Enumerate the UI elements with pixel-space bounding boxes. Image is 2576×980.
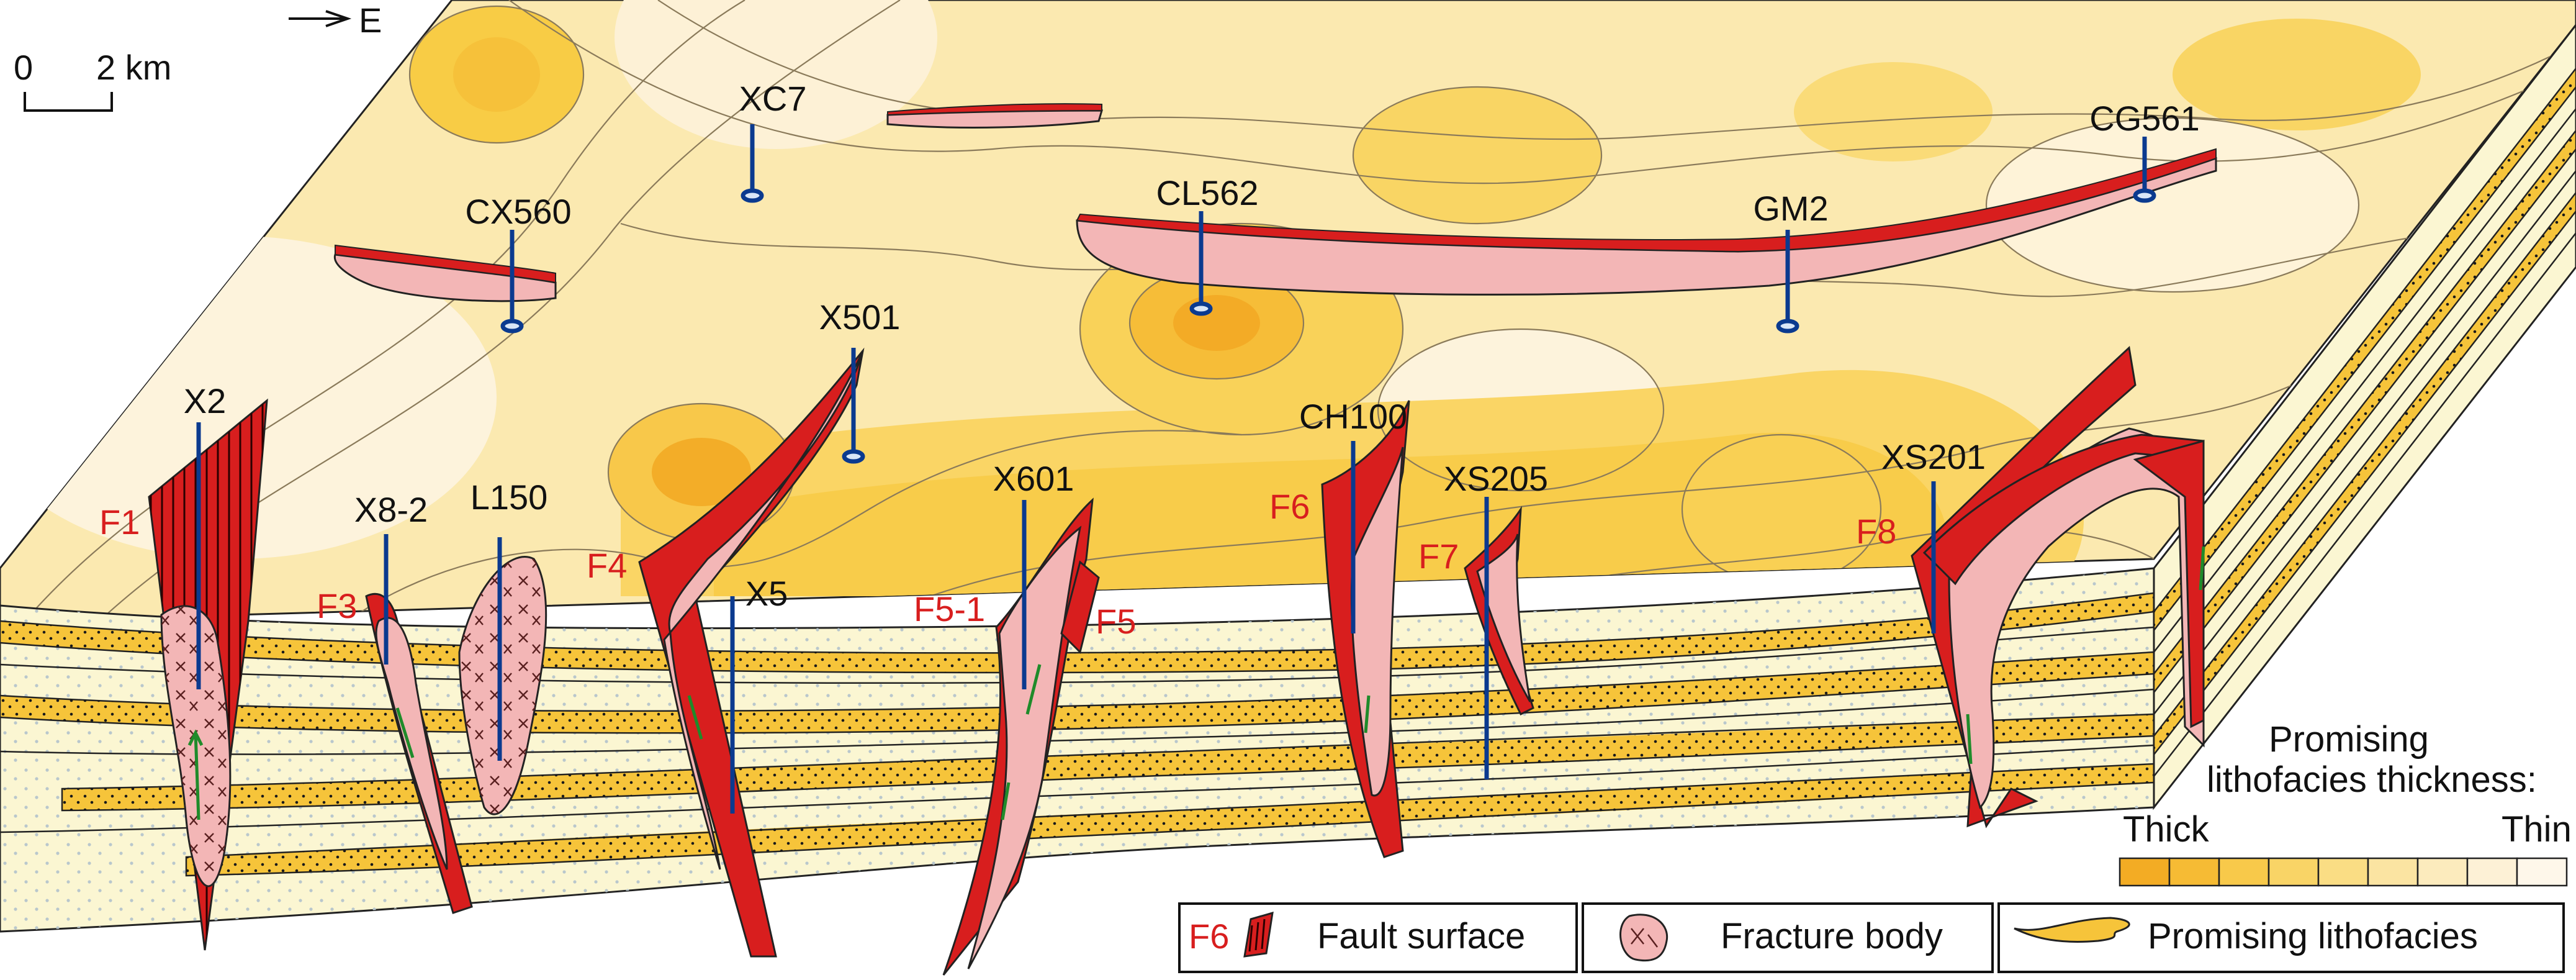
thickness-swatch: [2317, 857, 2369, 887]
fracture-arrows: [187, 546, 2205, 820]
wells: [196, 124, 2156, 814]
scale-bar: 0 2 km: [14, 48, 171, 112]
thickness-legend-subtitle: lithofacies thickness:: [2207, 760, 2537, 800]
thickness-legend-title: Promising: [2269, 719, 2429, 760]
fault-label: F3: [317, 586, 357, 625]
well-cl562: [1189, 211, 1213, 316]
legend: F6 Fault surface Fracture body Promising…: [1178, 902, 2565, 973]
lithofacies-icon: [2014, 917, 2130, 943]
well-label: L150: [471, 478, 548, 517]
well-label: XS201: [1881, 437, 1986, 476]
fault-label: F5: [1096, 602, 1136, 641]
legend-promising-lithofacies: Promising lithofacies: [1997, 902, 2565, 973]
thickness-swatch: [2268, 857, 2320, 887]
thickness-swatch: [2119, 857, 2171, 887]
well-cg561: [2133, 137, 2156, 203]
well-label: XS205: [1444, 459, 1548, 498]
fault-label: F6: [1269, 487, 1310, 526]
well-x501: [842, 348, 865, 464]
orientation-arrow: E: [289, 1, 382, 40]
well-label: CX560: [465, 192, 571, 231]
thickness-swatch: [2516, 857, 2568, 887]
fracture-body-icon: [1619, 914, 1669, 962]
well-label: XC7: [739, 79, 807, 118]
well-label: CG561: [2089, 99, 2199, 138]
fault-f5: [942, 497, 1100, 976]
legend-fracture-body: Fracture body: [1582, 902, 1994, 973]
thickness-color-bar: [2119, 857, 2568, 887]
well-label: X5: [745, 574, 788, 613]
scale-zero: 0: [14, 48, 33, 87]
well-xc7: [741, 124, 764, 203]
fault-bodies: [148, 346, 2205, 976]
well-label: X8-2: [354, 490, 428, 529]
well-label: CH100: [1299, 397, 1407, 436]
legend-fracture-body-label: Fracture body: [1721, 916, 1943, 956]
thickness-swatch: [2466, 857, 2518, 887]
well-label: X2: [184, 381, 227, 420]
surface-faults: [333, 103, 2217, 302]
fracture-l150: [458, 556, 547, 815]
well-label: X601: [993, 459, 1074, 498]
fault-label: F4: [587, 546, 627, 585]
legend-fault-surface: F6 Fault surface: [1178, 902, 1578, 973]
thickness-swatch: [2168, 857, 2220, 887]
well-label: CL562: [1156, 173, 1258, 212]
legend-promising-lithofacies-label: Promising lithofacies: [2148, 916, 2478, 956]
fault-label: F7: [1418, 537, 1459, 576]
fault-label: F5-1: [914, 589, 985, 628]
well-label: X501: [819, 297, 901, 337]
fault-f8: [1911, 346, 2205, 828]
well-gm2: [1776, 230, 1799, 333]
scale-distance: 2 km: [96, 48, 171, 87]
thickness-swatch: [2416, 857, 2469, 887]
fault-label: F1: [99, 502, 140, 542]
well-labels: XC7 CX560 CL562 GM2 CG561 X501 X2 X8-2 L…: [184, 79, 2200, 613]
fault-label: F8: [1856, 512, 1896, 551]
side-face: [2153, 23, 2576, 810]
well-cx560: [500, 230, 524, 333]
orientation-label: E: [359, 1, 382, 40]
fault-f7: [1464, 506, 1534, 716]
thickness-swatch: [2367, 857, 2419, 887]
fault-f6: [1321, 400, 1410, 858]
thickness-thin-label: Thin: [2502, 809, 2572, 850]
legend-fault-code: F6: [1189, 917, 1229, 956]
fault-labels: F1 F3 F4 F5-1 F5 F6 F7 F8: [99, 487, 1896, 641]
thickness-legend: Promising lithofacies thickness: Thick T…: [2119, 719, 2572, 887]
well-label: GM2: [1753, 189, 1828, 228]
thickness-swatch: [2218, 857, 2270, 887]
top-surface: [0, 0, 2576, 622]
fault-f4: [638, 347, 865, 958]
thickness-thick-label: Thick: [2123, 809, 2210, 850]
legend-fault-surface-label: Fault surface: [1317, 916, 1525, 956]
